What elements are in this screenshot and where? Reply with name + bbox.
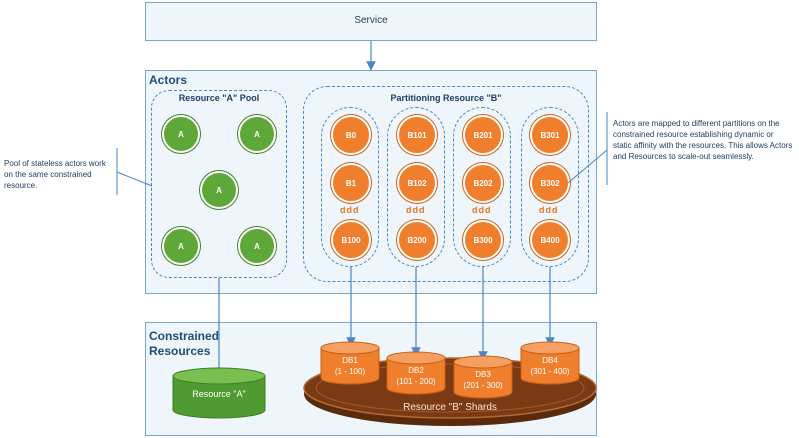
partition-actor: B102 [397, 163, 437, 203]
db2-cylinder [386, 351, 446, 395]
shards-label: Resource "B" Shards [403, 402, 497, 413]
db3-cylinder [453, 355, 513, 399]
partition-column-4 [521, 107, 579, 267]
ellipsis: ddd [406, 205, 426, 215]
resource-a-label: Resource "A" [192, 389, 246, 399]
left-note: Pool of stateless actors work on the sam… [4, 159, 106, 190]
resource-a-cylinder [172, 367, 266, 419]
resource-a-pool [151, 90, 287, 278]
partition-actor: B101 [397, 115, 437, 155]
service-box: Service [145, 2, 597, 41]
ellipsis: ddd [340, 205, 360, 215]
stateless-actor: A [238, 227, 276, 265]
ellipsis: ddd [539, 205, 559, 215]
partition-actor: B302 [530, 163, 570, 203]
db2-name: DB2 [408, 366, 424, 375]
stateless-actor: A [162, 115, 200, 153]
db1-name: DB1 [342, 356, 358, 365]
constrained-title-line1: Constrained [149, 329, 220, 343]
partition-actor: B301 [530, 115, 570, 155]
ellipsis: ddd [472, 205, 492, 215]
partition-actor: B300 [463, 220, 503, 260]
partitioning-resource-b [303, 86, 589, 282]
partition-actor: B200 [397, 220, 437, 260]
stateless-actor: A [238, 115, 276, 153]
actors-title: Actors [149, 73, 188, 87]
db4-name: DB4 [542, 356, 558, 365]
resource-a-pool-title: Resource "A" Pool [178, 93, 260, 103]
stateless-actor: A [162, 227, 200, 265]
constrained-title-line2: Resources [149, 344, 211, 358]
partition-actor: B100 [331, 220, 371, 260]
partition-actor: B0 [331, 115, 371, 155]
partition-column-1 [321, 107, 379, 267]
db1-cylinder [320, 341, 380, 385]
db3-range: (201 - 300) [463, 381, 503, 390]
stateless-actor: A [200, 171, 238, 209]
partition-actor: B400 [530, 220, 570, 260]
db1-range: (1 - 100) [334, 367, 366, 376]
service-label: Service [354, 15, 388, 26]
partition-actor: B1 [331, 163, 371, 203]
db4-range: (301 - 400) [530, 367, 570, 376]
db2-range: (101 - 200) [396, 377, 436, 386]
partition-actor: B202 [463, 163, 503, 203]
partition-column-2 [387, 107, 445, 267]
db3-name: DB3 [475, 370, 491, 379]
right-note: Actors are mapped to different partition… [613, 119, 793, 161]
left-note-connector [116, 171, 153, 187]
right-note-connector [567, 149, 608, 184]
partition-actor: B201 [463, 115, 503, 155]
partitioning-title: Partitioning Resource "B" [390, 93, 502, 103]
db4-cylinder [520, 341, 580, 385]
partition-column-3 [453, 107, 511, 267]
